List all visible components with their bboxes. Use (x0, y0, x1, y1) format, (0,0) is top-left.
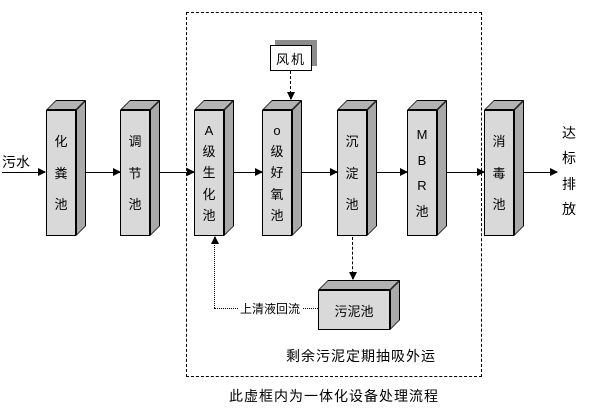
inflow-label: 污水 (2, 154, 30, 170)
integrated-equipment-frame (186, 12, 482, 377)
sludge-tank-top-face (318, 280, 400, 290)
tank-disinfection: 消毒池 (484, 100, 525, 237)
arrow-sedimentation-to-sludge (349, 237, 357, 280)
tank-front-face: 调节池 (120, 110, 150, 236)
tank-front-face: 消毒池 (484, 110, 514, 236)
arrow-septic-to-regulating (86, 168, 121, 176)
arrow-mbr-to-disinfection (447, 168, 485, 176)
sludge-tank: 污泥池 (318, 280, 401, 331)
outflow-label: 达标排放 (562, 125, 576, 217)
tank-side-face (367, 100, 377, 236)
tank-label: 沉淀池 (345, 133, 359, 213)
tank-side-face (514, 100, 524, 236)
tank-side-face (150, 100, 160, 236)
tank-side-face (292, 100, 302, 236)
tank-label: 消毒池 (492, 133, 506, 213)
supernatant-return-label: 上清液回流 (238, 300, 303, 317)
sludge-tank-front-face: 污泥池 (318, 290, 390, 330)
tank-septic: 化粪池 (46, 100, 87, 237)
tank-label: 调节池 (128, 133, 142, 213)
arrow-o-stage-to-sedimentation (302, 168, 338, 176)
sludge-removal-note: 剩余污泥定期抽吸外运 (286, 348, 436, 364)
arrow-fan-to-aerobic (287, 71, 295, 100)
tank-side-face (437, 100, 447, 236)
frame-caption: 此虚框内为一体化设备处理流程 (229, 388, 439, 404)
supernatant-return-arrow (211, 236, 219, 308)
tank-front-face: 沉淀池 (337, 110, 367, 236)
arrow-inflow (2, 168, 46, 176)
tank-regulating: 调节池 (120, 100, 161, 237)
sludge-tank-side-face (390, 280, 400, 330)
tank-sedimentation: 沉淀池 (337, 100, 378, 237)
tank-side-face (224, 100, 234, 236)
fan-box: 风机 (270, 45, 312, 71)
tank-side-face (76, 100, 86, 236)
arrow-disinfection-to-outflow (524, 168, 558, 176)
arrow-sedimentation-to-mbr (377, 168, 408, 176)
tank-front-face: 化粪池 (46, 110, 76, 236)
arrow-a-stage-to-o-stage (234, 168, 263, 176)
tank-label: 化粪池 (54, 133, 68, 213)
arrow-regulating-to-a-stage (160, 168, 195, 176)
